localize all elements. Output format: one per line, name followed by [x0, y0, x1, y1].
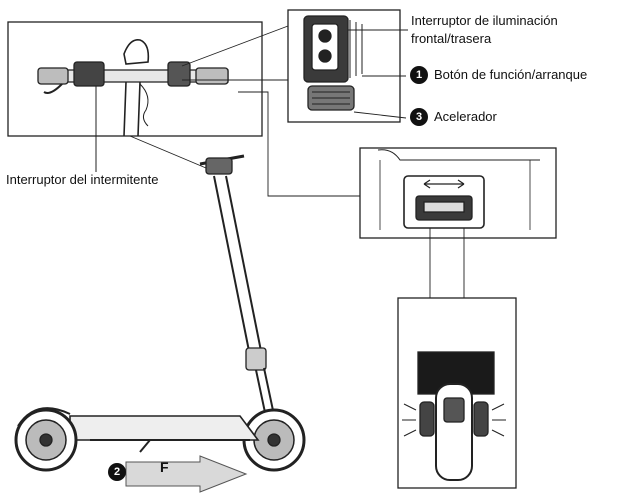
- pointer-accelerator: [353, 111, 407, 119]
- left-control-pod: [73, 61, 105, 87]
- accelerator-detail: [359, 147, 557, 239]
- connector-to-scooter: [129, 135, 207, 169]
- rear-view-detail: [397, 297, 517, 489]
- marker-1: 1: [410, 66, 428, 84]
- steering-column: [213, 175, 263, 357]
- front-hub: [267, 433, 281, 447]
- left-indicator: [419, 401, 435, 437]
- handlebar-cable: [139, 83, 149, 127]
- folding-joint: [245, 347, 267, 371]
- accel-arrow: [423, 179, 465, 189]
- left-indicator-rays: [402, 403, 417, 437]
- function-button-label: Botón de función/arranque: [434, 67, 588, 82]
- rear-hub: [443, 397, 465, 423]
- connector-lighting: [181, 25, 289, 67]
- scooter-rear-hub: [39, 433, 53, 447]
- handlebar-overview: [7, 21, 263, 172]
- lighting-switch-label: Interruptor de iluminación: [411, 13, 558, 28]
- right-indicator-rays: [491, 403, 506, 437]
- display-unit: [123, 38, 150, 65]
- accelerator-label: Acelerador: [434, 109, 497, 124]
- marker-2: 2: [108, 463, 126, 481]
- forward-arrow: [125, 455, 248, 493]
- right-grip: [195, 67, 229, 85]
- marker-3: 3: [410, 108, 428, 126]
- lighting-switch-detail: [287, 9, 408, 123]
- right-control-pod: [167, 61, 191, 87]
- switch-button-bottom: [318, 49, 332, 63]
- scooter-deck: [69, 415, 260, 441]
- accelerator-ribs: [312, 91, 350, 105]
- stem: [123, 81, 141, 137]
- scooter-head: [205, 157, 233, 175]
- forward-arrow-label: F: [160, 459, 169, 475]
- kickstand: [139, 439, 151, 453]
- connector-to-accel-box: [238, 91, 360, 197]
- lighting-switch-label-line2: frontal/trasera: [411, 31, 492, 46]
- accel-lines: [379, 160, 531, 230]
- accel-housing-top: [377, 149, 540, 161]
- brake-lever: [43, 83, 63, 94]
- turn-signal-label: Interruptor del intermitente: [6, 172, 159, 187]
- scooter-side-view: [14, 154, 306, 472]
- right-indicator: [473, 401, 489, 437]
- accel-thumb-inner: [423, 201, 465, 213]
- switch-button-top: [318, 29, 332, 43]
- left-grip: [37, 67, 69, 85]
